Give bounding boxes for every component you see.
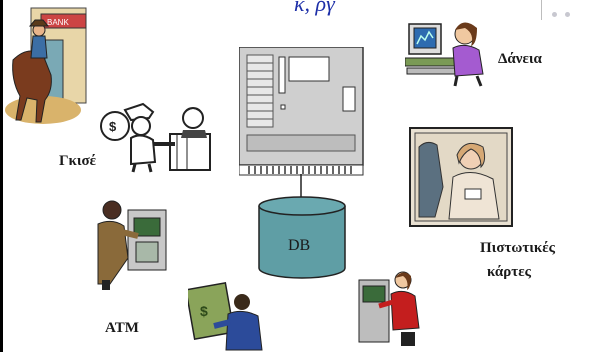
label-gkise: Γκισέ	[59, 151, 96, 171]
label-credit-line1: Πιστωτικές	[480, 238, 555, 258]
right-top-divider	[541, 0, 542, 20]
label-atm: ATM	[105, 318, 139, 338]
cowboy-bank-clipart: BANK	[3, 0, 98, 125]
svg-text:$: $	[200, 303, 208, 319]
svg-text:BANK: BANK	[47, 18, 69, 27]
atm-money-clipart: $	[188, 278, 268, 352]
credit-cards-clipart	[409, 127, 513, 227]
svg-text:$: $	[109, 119, 117, 134]
slide-decoration-dots	[552, 4, 578, 22]
label-credit-line2: κάρτες	[487, 262, 531, 282]
db-label: DB	[288, 236, 310, 256]
slide-title-fragment: κ, ργ	[294, 0, 335, 17]
label-daneia: Δάνεια	[498, 49, 542, 69]
atm-woman-clipart	[357, 266, 422, 352]
server-mainframe	[239, 47, 365, 182]
atm-man-clipart	[88, 196, 168, 291]
loans-computer-clipart	[405, 14, 495, 89]
teller-counter-clipart: $	[95, 98, 215, 173]
